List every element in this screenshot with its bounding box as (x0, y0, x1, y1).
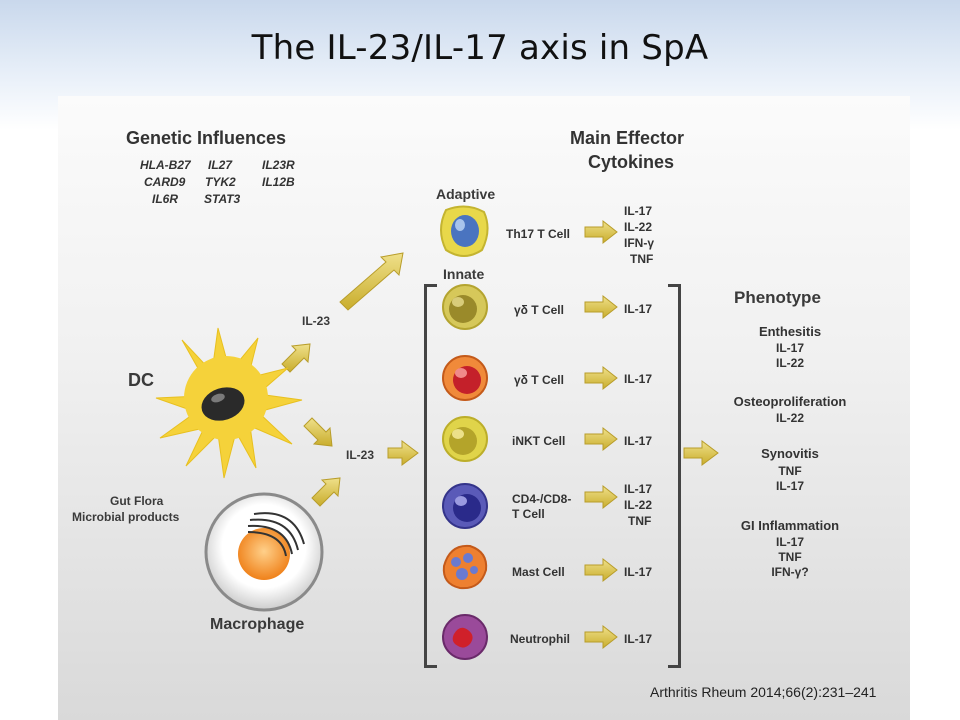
phenotype-group-title: Osteoproliferation (733, 394, 847, 409)
arrow-right-icon (584, 365, 618, 391)
gene-label: STAT3 (204, 192, 241, 206)
dendritic-cell-icon (155, 327, 303, 479)
phenotype-item: IL-22 (775, 411, 804, 425)
gd-t-cell-icon (442, 355, 488, 401)
double-negative-t-cell-icon (442, 483, 488, 529)
cytokine: TNF (630, 252, 654, 266)
arrow-diagonal-icon (311, 477, 341, 507)
il23-upper-label: IL-23 (302, 314, 331, 328)
gene-label: IL6R (152, 192, 179, 206)
arrow-right-icon (683, 440, 719, 466)
phenotype-group-title: GI Inflammation (740, 518, 840, 533)
phenotype-item: IL-17 (775, 341, 804, 355)
cytokine: IL-22 (624, 220, 653, 234)
phenotype-item: IL-17 (775, 535, 804, 549)
gut-flora-label: Gut Flora (110, 494, 164, 508)
cell-label-mast: Mast Cell (512, 565, 565, 579)
th17-cell-icon (440, 205, 489, 257)
cytokine: IL-17 (624, 204, 653, 218)
innate-bracket-right (668, 284, 681, 668)
innate-label: Innate (443, 266, 485, 282)
cell-label-th17: Th17 T Cell (506, 227, 571, 241)
mast-cell-icon (442, 544, 488, 590)
macrophage-icon (204, 492, 324, 612)
effector-heading-line1: Main Effector (570, 128, 685, 148)
gene-label: HLA-B27 (140, 158, 191, 172)
cytokine: IL-17 (624, 372, 653, 386)
diagram-graphics (155, 205, 719, 660)
cell-label-neutrophil: Neutrophil (510, 632, 570, 646)
gene-label: IL12B (262, 175, 295, 189)
citation: Arthritis Rheum 2014;66(2):231–241 (650, 684, 877, 700)
arrow-right-icon (584, 624, 618, 650)
innate-bracket-left (424, 284, 437, 668)
cell-label-gd1: γδ T Cell (514, 303, 564, 317)
phenotype-item: TNF (778, 464, 802, 478)
arrow-diagonal-icon (303, 417, 333, 447)
arrow-right-icon (584, 219, 618, 245)
cytokine: TNF (628, 514, 652, 528)
phenotype-item: IL-17 (775, 479, 804, 493)
phenotype-item: IL-22 (775, 356, 804, 370)
page-title: The IL-23/IL-17 axis in SpA (251, 28, 709, 68)
adaptive-label: Adaptive (436, 186, 496, 202)
phenotype-heading: Phenotype (734, 288, 821, 307)
arrow-diagonal-icon (281, 343, 311, 373)
arrow-right-icon (584, 426, 618, 452)
cell-label-inkt: iNKT Cell (512, 434, 566, 448)
cytokine: IL-17 (624, 632, 653, 646)
cytokine: IL-17 (624, 565, 653, 579)
gene-label: TYK2 (205, 175, 236, 189)
gd-t-cell-icon (442, 284, 488, 330)
gene-label: IL27 (208, 158, 233, 172)
phenotype-item: TNF (778, 550, 802, 564)
cytokine: IL-17 (624, 434, 653, 448)
gene-label: IL23R (262, 158, 295, 172)
arrow-right-icon (387, 440, 419, 466)
cytokine: IL-17 (624, 302, 653, 316)
genetic-influences-heading: Genetic Influences (126, 128, 287, 148)
diagram-panel: Genetic Influences HLA-B27 IL27 IL23R CA… (58, 96, 910, 720)
arrow-right-icon (584, 484, 618, 510)
gene-label: CARD9 (144, 175, 186, 189)
il23-lower-label: IL-23 (346, 448, 375, 462)
macrophage-label: Macrophage (210, 616, 305, 633)
dc-label: DC (128, 370, 154, 390)
arrow-right-icon (584, 294, 618, 320)
phenotype-group-title: Enthesitis (758, 324, 822, 339)
inkt-cell-icon (442, 416, 488, 462)
phenotype-group-title: Synovitis (761, 446, 819, 461)
cytokine: IL-22 (624, 498, 653, 512)
cell-label-dn-line2: T Cell (512, 507, 545, 521)
cytokine: IFN-γ (624, 236, 654, 250)
microbial-products-label: Microbial products (72, 510, 180, 524)
arrow-diagonal-icon (339, 252, 404, 311)
cytokine: IL-17 (624, 482, 653, 496)
effector-heading-line2: Cytokines (588, 152, 675, 172)
arrow-right-icon (584, 557, 618, 583)
cell-label-gd2: γδ T Cell (514, 373, 564, 387)
neutrophil-icon (442, 614, 488, 660)
cell-label-dn: CD4-/CD8- (512, 492, 572, 506)
phenotype-item: IFN-γ? (771, 565, 809, 579)
